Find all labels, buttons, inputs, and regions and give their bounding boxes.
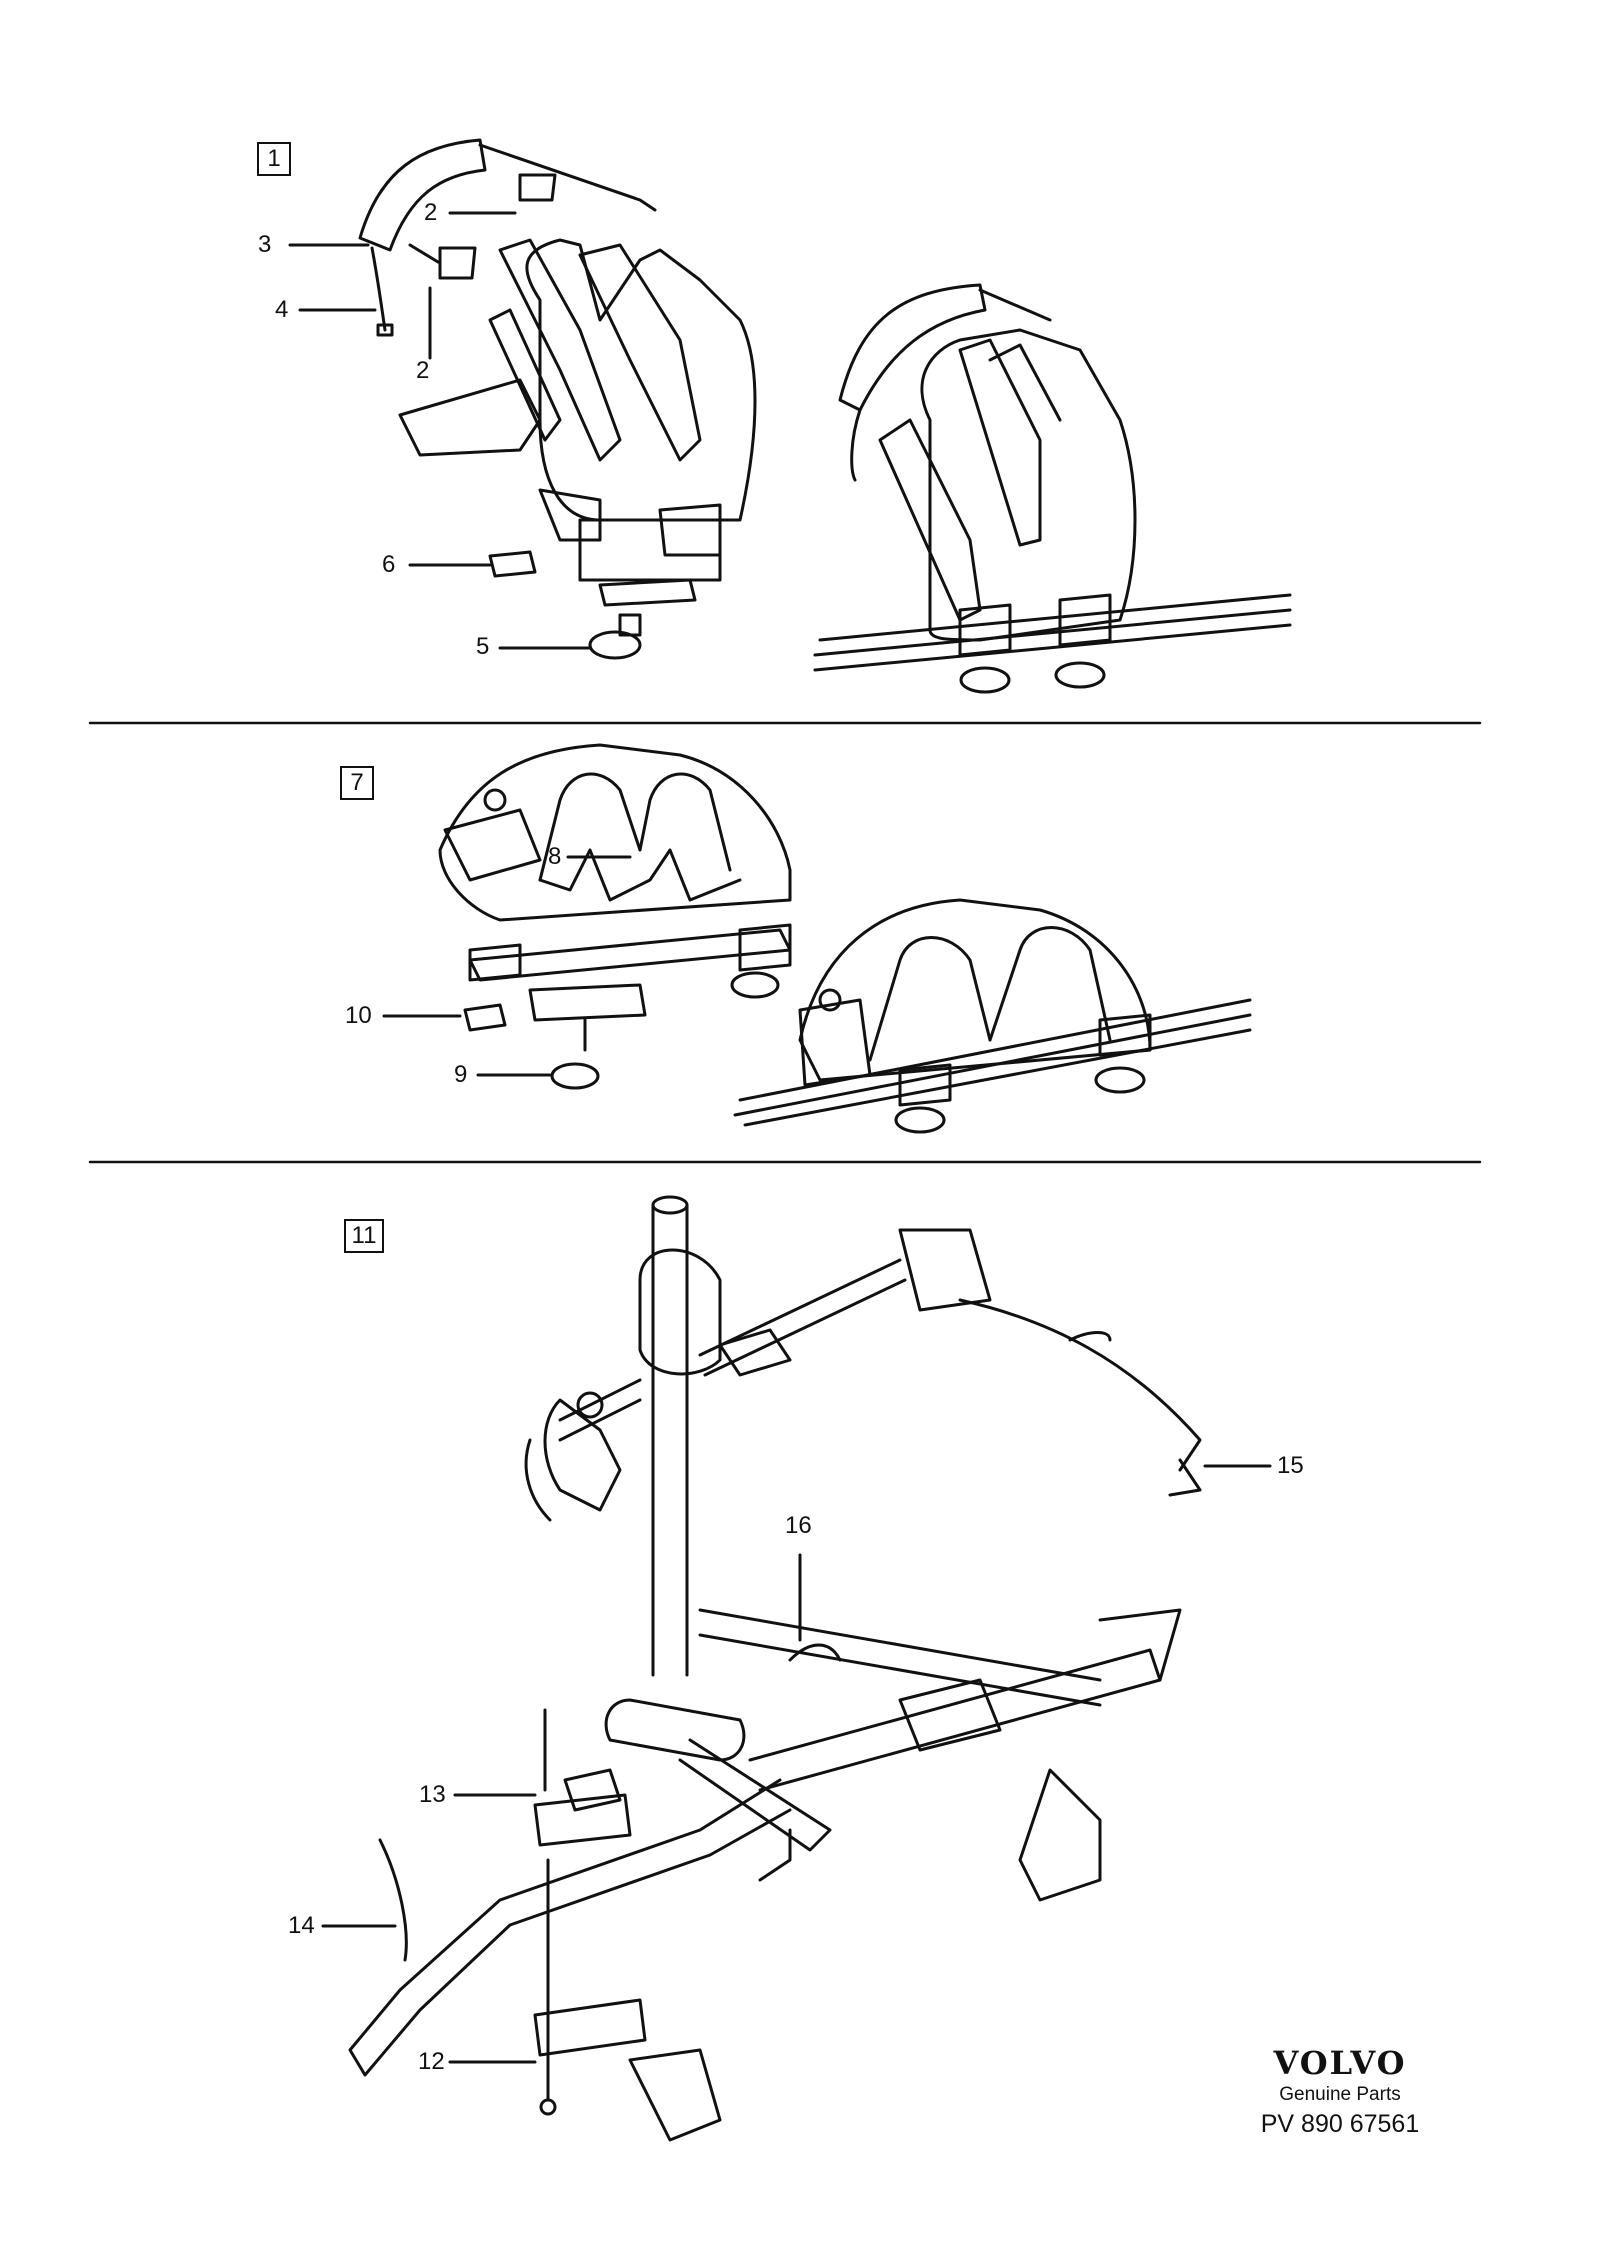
section-11-label: 11 [344,1219,384,1253]
ski-carrier-exploded-view [358,138,757,660]
callout-2-lower: 2 [416,357,430,384]
document-number: PV 890 67561 [1260,2110,1420,2138]
callout-13: 13 [419,1781,446,1808]
callout-6: 6 [382,551,396,578]
section-7-label: 7 [340,766,374,800]
callout-8: 8 [548,843,562,870]
callout-9: 9 [454,1061,468,1088]
wheel-holder-exploded-view [438,743,792,1090]
callout-15: 15 [1277,1452,1304,1479]
callout-16: 16 [785,1512,812,1539]
brand-tagline: Genuine Parts [1279,2084,1401,2105]
footer: VOLVO Genuine Parts PV 890 67561 [1240,2044,1440,2139]
wheel-holder-mounted-view [733,898,1252,1134]
bicycle-carrier-view [348,1195,1202,2142]
callout-10: 10 [345,1002,372,1029]
callout-3: 3 [258,231,272,258]
callout-2-upper: 2 [424,199,438,226]
brand-logo: VOLVO [1273,2044,1407,2082]
callout-14: 14 [288,1912,315,1939]
section-1-label: 1 [257,142,291,176]
ski-carrier-mounted-view [813,283,1292,694]
callout-4: 4 [275,296,289,323]
callout-12: 12 [418,2048,445,2075]
callout-5: 5 [476,633,490,660]
